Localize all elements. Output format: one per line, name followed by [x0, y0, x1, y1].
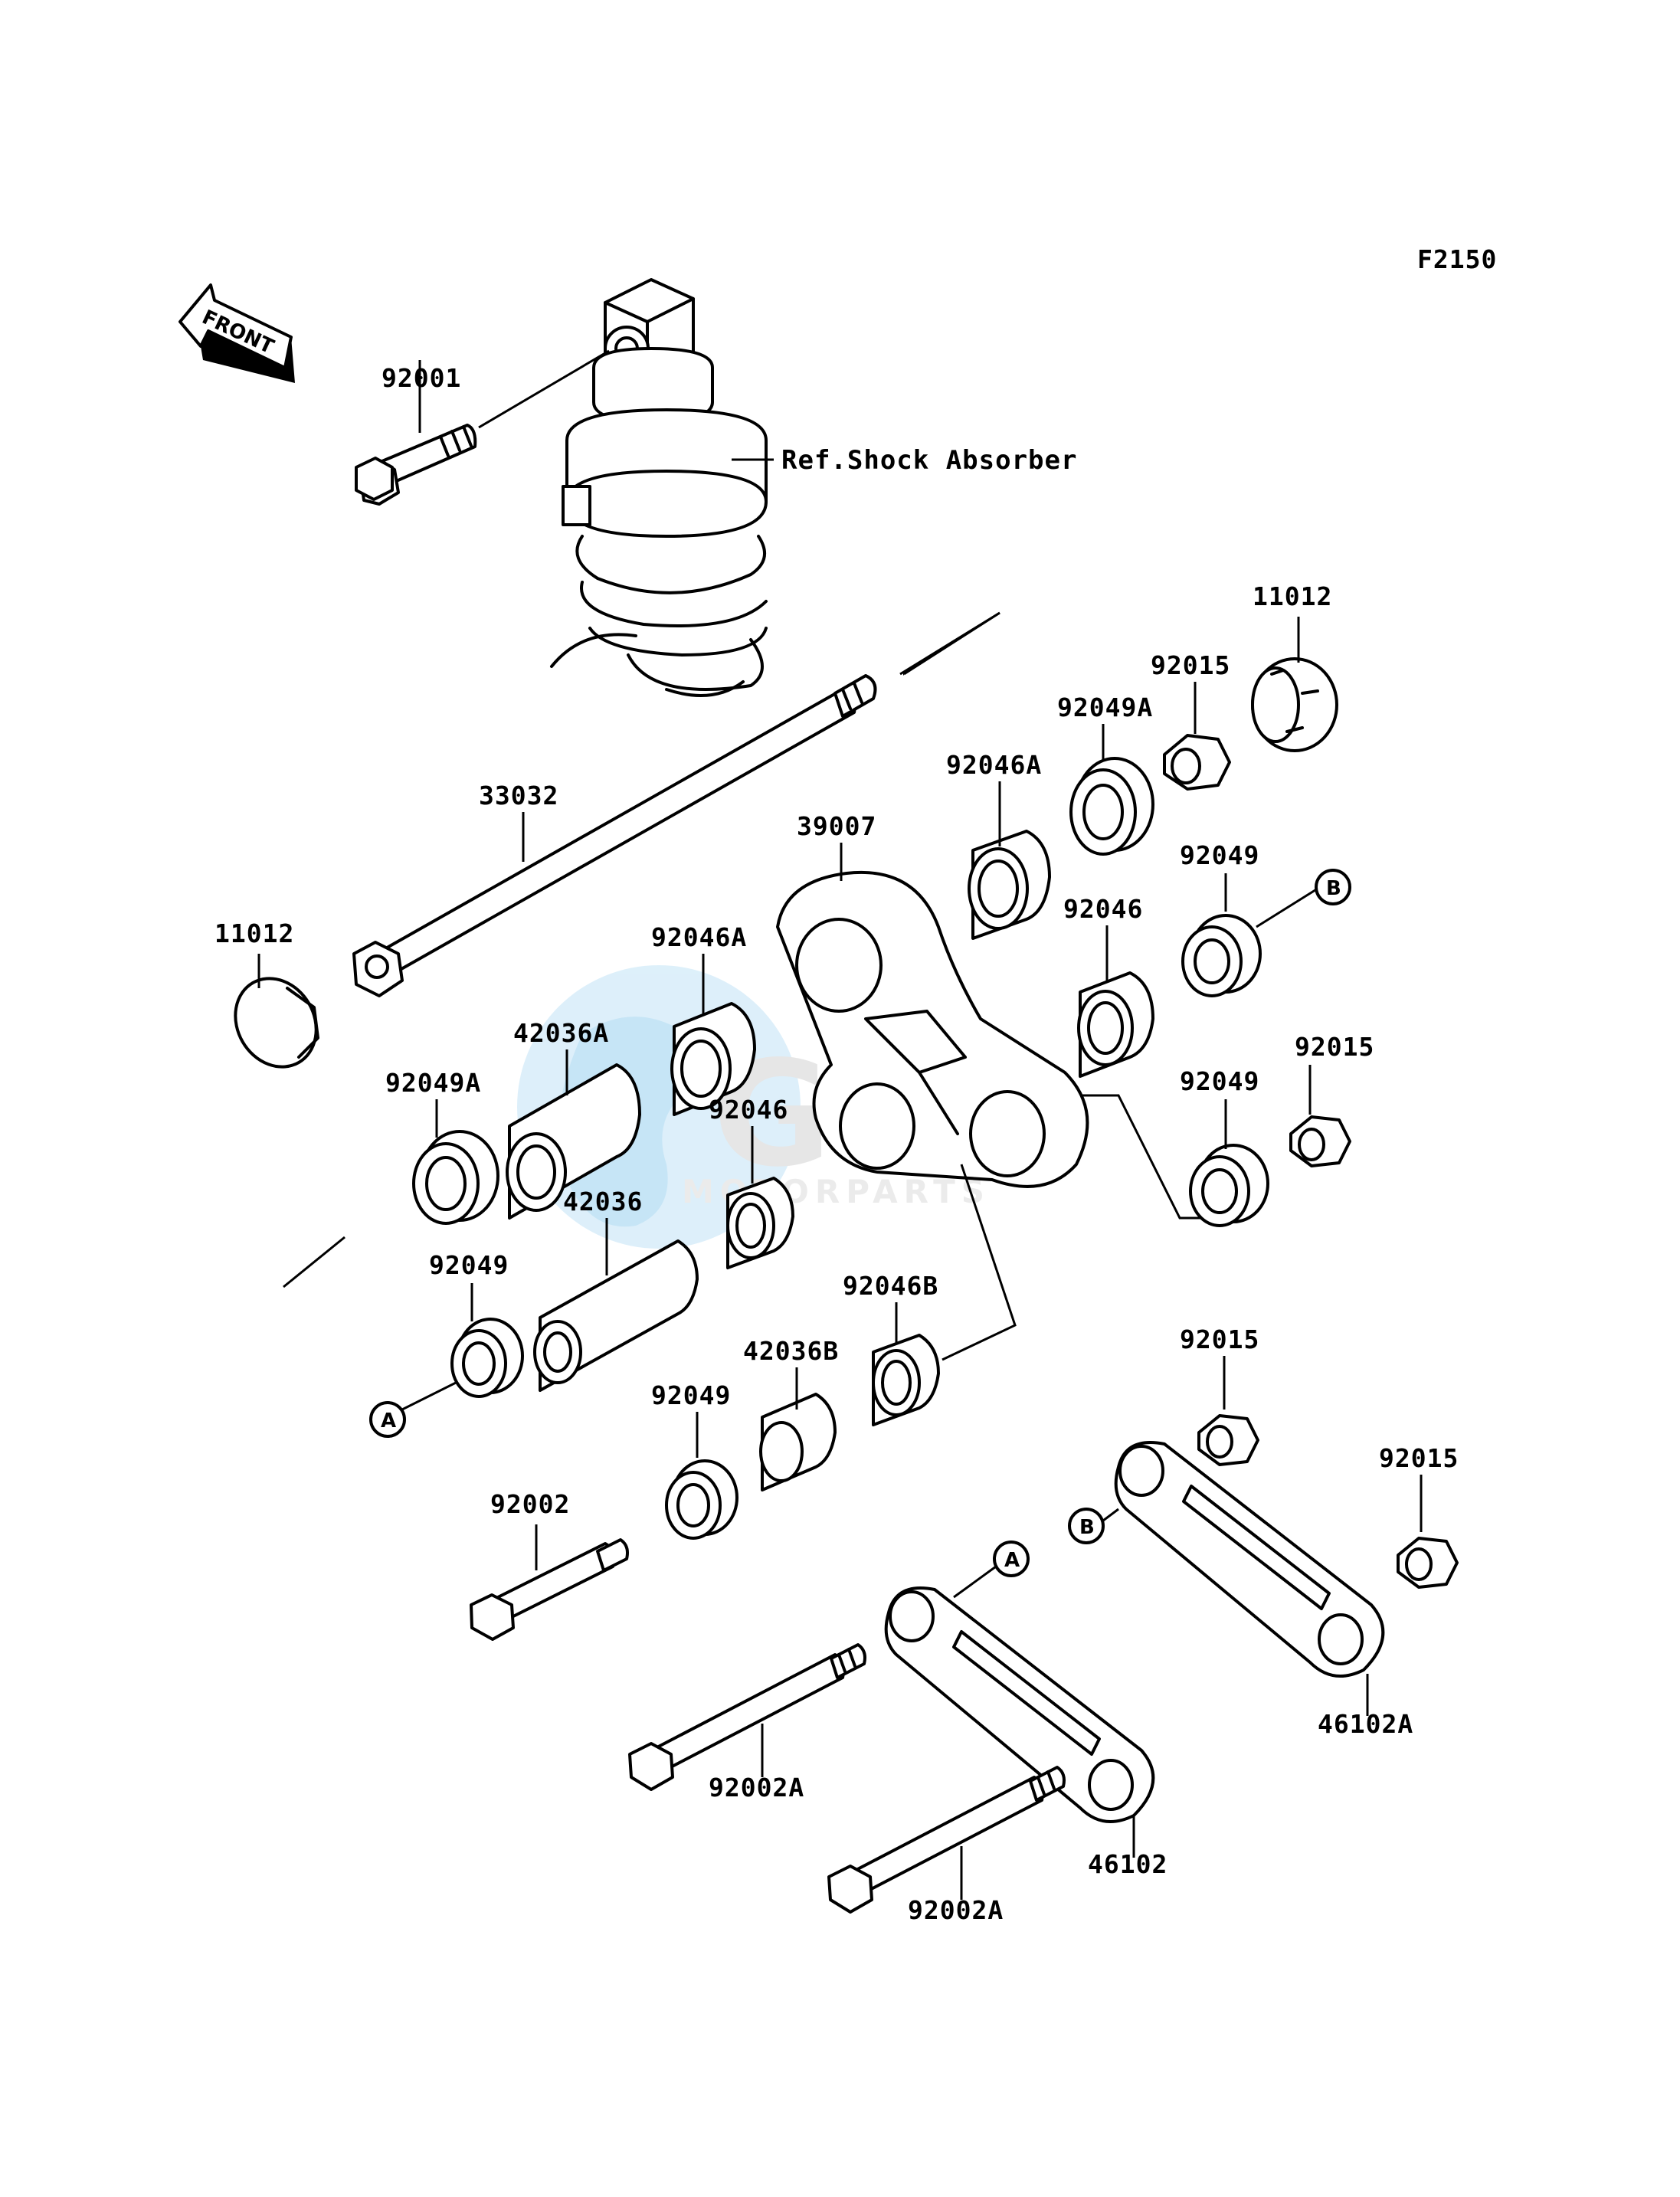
- bushing-92046A-mid: [670, 1002, 756, 1116]
- rocker-arm-39007: [776, 870, 1089, 1188]
- bolt-92002A-b: [827, 1766, 1066, 1914]
- bushing-92046B: [872, 1334, 940, 1426]
- label-92015-c: 92015: [1180, 1324, 1259, 1354]
- callout-a-left: A: [369, 1401, 406, 1438]
- washer-92049-r: [1189, 1144, 1269, 1227]
- cap-11012-top: [1251, 657, 1338, 752]
- label-42036B: 42036B: [743, 1336, 839, 1366]
- ref-shock-absorber-label: Ref.Shock Absorber: [781, 445, 1077, 476]
- link-rod-46102: [884, 1586, 1155, 1823]
- washer-92049A-left: [412, 1130, 499, 1225]
- label-92046A-top: 92046A: [946, 750, 1042, 780]
- callout-a-lower: A: [993, 1541, 1030, 1577]
- washer-92049A-top: [1069, 757, 1154, 856]
- label-92001: 92001: [382, 363, 461, 393]
- collar-92015-a: [1163, 734, 1231, 791]
- shock-absorber: [550, 278, 768, 697]
- label-33032: 33032: [479, 781, 558, 810]
- label-46102A: 46102A: [1318, 1709, 1413, 1739]
- label-92015-a: 92015: [1151, 650, 1230, 680]
- collar-92015-d: [1397, 1537, 1459, 1589]
- label-46102: 46102: [1088, 1849, 1167, 1879]
- label-92046B: 92046B: [843, 1271, 938, 1301]
- label-92049-mid: 92049: [651, 1380, 731, 1410]
- label-42036A: 42036A: [513, 1018, 609, 1048]
- bushing-92046-r: [1077, 971, 1154, 1078]
- collar-92015-b: [1289, 1115, 1351, 1167]
- label-92049A-left: 92049A: [385, 1068, 481, 1098]
- sleeve-42036B: [759, 1393, 837, 1491]
- callout-a-lower-label: A: [1004, 1549, 1020, 1572]
- bolt-92001: [355, 424, 477, 506]
- washer-92049-mid: [665, 1459, 738, 1540]
- sleeve-42036: [533, 1239, 699, 1392]
- label-92015-d: 92015: [1379, 1443, 1459, 1473]
- label-92049-b: 92049: [1180, 840, 1259, 870]
- link-rod-46102A: [1114, 1441, 1385, 1678]
- label-39007: 39007: [797, 811, 876, 841]
- sleeve-42036A: [506, 1063, 641, 1220]
- callout-b-upper-label: B: [1326, 877, 1341, 900]
- washer-92049-left: [450, 1318, 524, 1398]
- label-92049-left: 92049: [429, 1250, 509, 1280]
- label-92002: 92002: [490, 1489, 570, 1519]
- label-92046A-mid: 92046A: [651, 922, 747, 952]
- front-arrow-icon: FRONT: [178, 283, 295, 383]
- shaft-33032: [352, 674, 877, 997]
- label-92002A-b: 92002A: [908, 1895, 1004, 1925]
- label-92046-mid: 92046: [709, 1095, 788, 1125]
- callout-a-left-label: A: [381, 1410, 396, 1432]
- label-92002A-a: 92002A: [709, 1773, 804, 1802]
- callout-b-lower-label: B: [1079, 1516, 1095, 1539]
- washer-92049-b: [1181, 914, 1262, 997]
- collar-92015-c: [1197, 1414, 1259, 1466]
- label-92015-b: 92015: [1295, 1032, 1374, 1062]
- figure-code: F2150: [1417, 244, 1497, 274]
- bushing-92046A-top: [968, 830, 1051, 940]
- label-42036: 42036: [563, 1187, 643, 1216]
- bolt-92002: [470, 1538, 629, 1641]
- label-92049A-top: 92049A: [1057, 692, 1153, 722]
- callout-b-upper: B: [1315, 869, 1351, 905]
- label-11012-left: 11012: [215, 918, 294, 948]
- callout-b-lower: B: [1068, 1508, 1105, 1544]
- bolt-92002A-a: [628, 1643, 866, 1791]
- label-92049-r: 92049: [1180, 1066, 1259, 1096]
- bushing-92046-mid: [726, 1177, 794, 1269]
- label-92046-r: 92046: [1063, 894, 1143, 924]
- label-11012-top: 11012: [1253, 581, 1332, 611]
- cap-11012-left: [234, 977, 319, 1069]
